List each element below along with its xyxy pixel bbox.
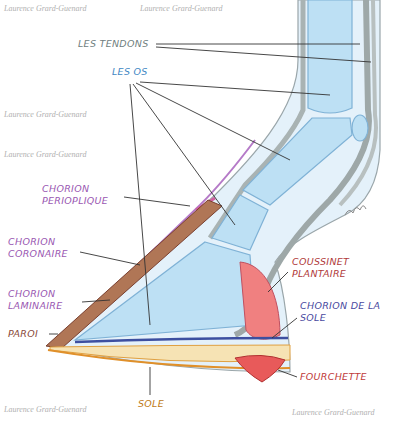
leader-line — [136, 83, 290, 160]
leader-line — [133, 84, 235, 225]
digital-cushion — [240, 262, 280, 339]
leader-line — [278, 370, 297, 377]
leader-line — [130, 84, 150, 325]
label-anchor: Laurence Grard-Guenard — [4, 110, 86, 119]
label-anchor: LES TENDONS — [78, 38, 149, 50]
label-anchor: CHORION LAMINAIRE — [8, 288, 80, 313]
hoof-wall — [46, 200, 222, 348]
leader-line — [272, 318, 297, 338]
watermark: Laurence Grard-Guenard — [292, 408, 374, 417]
label-anchor: CHORION CORONAIRE — [8, 236, 80, 261]
label-anchor: Laurence Grard-Guenard — [4, 4, 86, 13]
hair-tuft — [345, 206, 366, 215]
label-anchor: LES OS — [112, 66, 148, 78]
watermark: Laurence Grard-Guenard — [4, 405, 86, 414]
label-anchor: Laurence Grard-Guenard — [4, 405, 86, 414]
watermark: Laurence Grard-Guenard — [140, 4, 222, 13]
label-anchor: PAROI — [8, 328, 38, 340]
leader-line — [156, 44, 360, 45]
extensor-tendon — [210, 0, 303, 238]
bone-label: LES OS — [112, 66, 148, 78]
watermark: Laurence Grard-Guenard — [4, 4, 86, 13]
cannon-bone — [308, 0, 352, 113]
tendon-label: LES TENDONS — [78, 38, 149, 50]
label-anchor: COUSSINET PLANTAIRE — [292, 256, 376, 281]
leader-line — [150, 367, 151, 395]
part-label: SOLE — [138, 398, 164, 410]
part-label: CHORION LAMINAIRE — [8, 288, 80, 313]
leader-lines — [49, 44, 371, 395]
part-label: CHORION PERIOPLIQUE — [42, 183, 124, 208]
leader-line — [80, 252, 140, 265]
part-label: CHORION CORONAIRE — [8, 236, 80, 261]
label-anchor: CHORION DE LA SOLE — [300, 300, 384, 325]
short-pastern-bone — [212, 195, 268, 250]
leader-line — [156, 47, 371, 62]
frog — [235, 355, 285, 382]
leader-line — [82, 300, 110, 302]
long-pastern-bone — [243, 118, 352, 205]
leader-line — [124, 197, 190, 206]
watermark: Laurence Grard-Guenard — [4, 110, 86, 119]
part-label: PAROI — [8, 328, 38, 340]
sole-chorion — [75, 338, 288, 342]
leader-line — [140, 82, 330, 95]
watermark: Laurence Grard-Guenard — [4, 150, 86, 159]
label-anchor: CHORION PERIOPLIQUE — [42, 183, 124, 208]
leader-line — [268, 272, 288, 292]
part-label: CHORION DE LA SOLE — [300, 300, 384, 325]
label-anchor: Laurence Grard-Guenard — [140, 4, 222, 13]
label-anchor: Laurence Grard-Guenard — [292, 408, 374, 417]
part-label: FOURCHETTE — [300, 371, 367, 383]
sesamoid-bone — [352, 115, 368, 141]
part-label: COUSSINET PLANTAIRE — [292, 256, 376, 281]
label-anchor: Laurence Grard-Guenard — [4, 150, 86, 159]
label-anchor: FOURCHETTE — [300, 371, 367, 383]
leader-line — [49, 334, 58, 335]
label-anchor: SOLE — [138, 398, 164, 410]
